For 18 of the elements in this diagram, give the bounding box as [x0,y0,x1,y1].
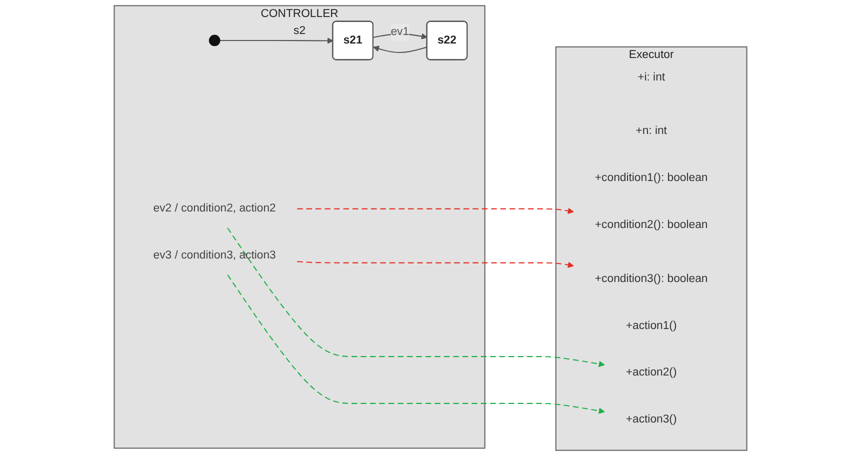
node-text: +action1() [626,320,677,332]
arrow [297,261,574,268]
arrow [227,228,605,368]
node-text: +action2() [626,366,677,379]
edge-label: ev1 [390,26,410,38]
node-text: +n: int [636,125,667,138]
node-circle [208,34,220,46]
arrow [227,274,605,414]
node-text: +condition3(): boolean [594,272,708,285]
node-text: ev2 / condition2, action2 [153,202,276,215]
node-text: +i: int [638,71,666,84]
arrow [373,46,428,54]
arrow [297,208,574,214]
node-text: +condition2(): boolean [594,218,708,231]
arrow [220,38,334,44]
node-text: +action3() [626,413,677,426]
node-text: +condition1(): boolean [594,172,708,184]
node-text: ev3 / condition3, action3 [153,249,276,262]
